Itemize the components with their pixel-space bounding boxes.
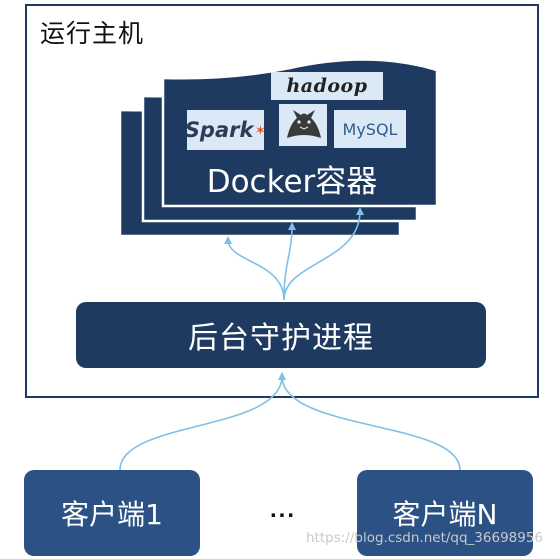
docker-container-label: Docker容器: [206, 164, 378, 200]
client-n-label: 客户端N: [392, 498, 498, 531]
watermark: https://blog.csdn.net/qq_36698956: [306, 530, 544, 546]
hadoop-logo: hadoop: [271, 72, 383, 100]
tomcat-icon: [279, 104, 327, 146]
arrow-to-container-middle: [283, 222, 296, 301]
client-1-box: 客户端1: [24, 470, 200, 556]
spark-logo: Spark✶: [184, 110, 267, 150]
client-1-label: 客户端1: [61, 498, 163, 531]
daemon-process-box: 后台守护进程: [76, 302, 486, 368]
arrow-to-container-right: [283, 207, 364, 301]
daemon-to-container-arrows: [224, 207, 364, 301]
arrow-from-client-1: [119, 372, 286, 471]
arrow-from-client-n: [278, 372, 461, 471]
client-n-box: 客户端N: [357, 470, 533, 556]
spark-logo-text: Spark: [184, 118, 254, 142]
mysql-logo: MySQL: [334, 110, 406, 148]
arrow-to-container-left: [224, 236, 285, 301]
mysql-logo-text: MySQL: [342, 119, 398, 139]
hadoop-logo-text: hadoop: [286, 75, 368, 97]
clients-ellipsis: ...: [270, 496, 297, 523]
client-to-daemon-arrows: [119, 372, 461, 471]
spark-star-icon: ✶: [254, 121, 267, 138]
daemon-process-label: 后台守护进程: [188, 321, 374, 356]
host-title: 运行主机: [40, 19, 145, 48]
